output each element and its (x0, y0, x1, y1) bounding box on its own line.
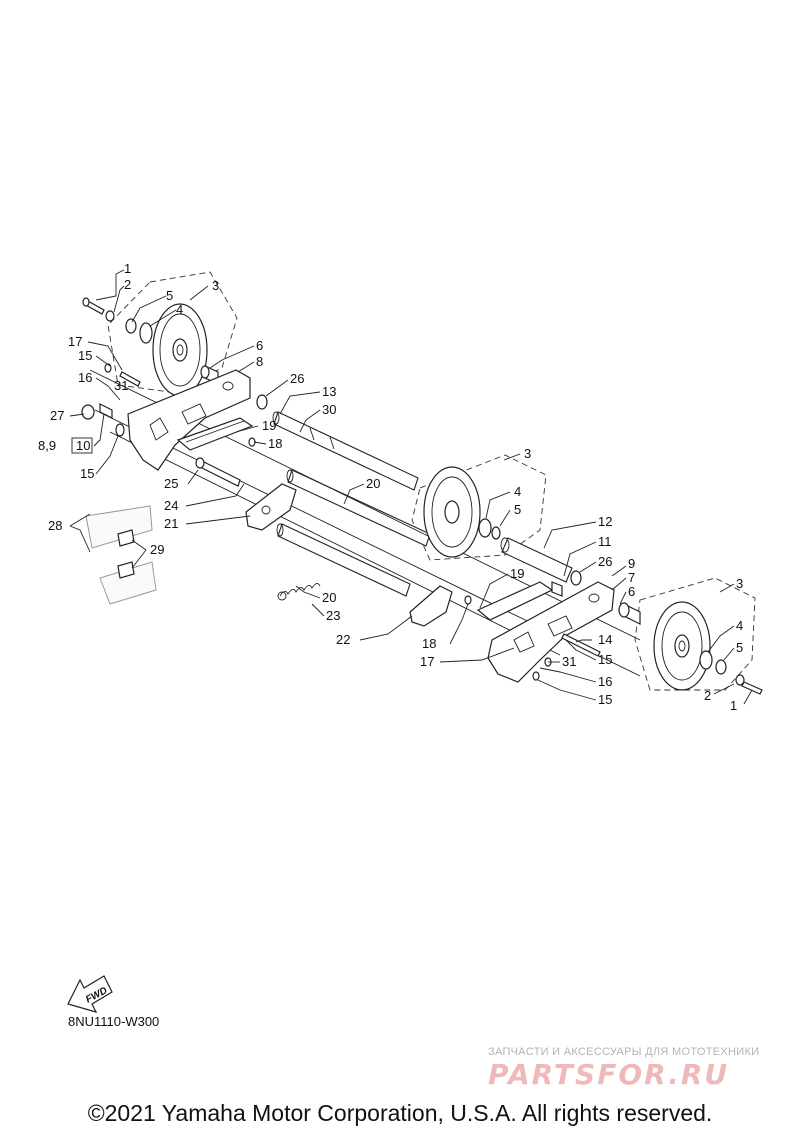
callout-12: 12 (598, 514, 612, 529)
callout-31: 31 (114, 378, 128, 393)
callout-15: 15 (598, 652, 612, 667)
callout-15: 15 (598, 692, 612, 707)
washer-left-2 (105, 310, 115, 322)
callout-16: 16 (598, 674, 612, 689)
callout-10: 10 (76, 438, 90, 453)
callout-16: 16 (78, 370, 92, 385)
small-parts-left (81, 363, 256, 447)
callout-26: 26 (598, 554, 612, 569)
collar-right-5 (715, 659, 727, 675)
callout-28: 28 (48, 518, 62, 533)
callout-15: 15 (80, 466, 94, 481)
callout-1: 1 (730, 698, 737, 713)
callout-29: 29 (150, 542, 164, 557)
callout-24: 24 (164, 498, 178, 513)
callout-2: 2 (704, 688, 711, 703)
callout-6: 6 (628, 584, 635, 599)
bolt-right-1 (741, 681, 763, 695)
callout-8-9: 8,9 (38, 438, 56, 453)
callout-6: 6 (256, 338, 263, 353)
spring-23 (277, 583, 321, 601)
spacer-right-6 (618, 602, 641, 625)
collar-left-5 (125, 318, 137, 334)
callout-14: 14 (598, 632, 612, 647)
callout-4: 4 (514, 484, 521, 499)
wheel-group-box-middle (411, 454, 547, 561)
shaft-20-lower (276, 523, 411, 597)
idler-wheel-left (152, 303, 208, 397)
bolt-25-24 (195, 457, 241, 487)
callout-20: 20 (366, 476, 380, 491)
collar-left-26 (256, 394, 268, 410)
callout-3: 3 (736, 576, 743, 591)
bolt-left-1 (82, 297, 105, 315)
callout-4: 4 (176, 302, 183, 317)
callout-25: 25 (164, 476, 178, 491)
shaft-13-30 (272, 411, 419, 491)
callout-26: 26 (290, 371, 304, 386)
shaft-12 (500, 537, 573, 583)
callout-18: 18 (268, 436, 282, 451)
leader-lines (69, 269, 753, 705)
callout-9: 9 (628, 556, 635, 571)
diagram-code: 8NU1110-W300 (68, 1014, 160, 1029)
callout-20: 20 (322, 590, 336, 605)
callout-box-10 (71, 437, 93, 454)
callouts: 1 2 3 5 4 17 6 15 8 16 31 26 13 27 30 19… (38, 261, 743, 713)
arm-bracket-22 (409, 585, 453, 627)
callout-4: 4 (736, 618, 743, 633)
callout-5: 5 (166, 288, 173, 303)
arm-bracket-right (487, 581, 615, 683)
bearing-left-4 (139, 322, 153, 344)
callout-1: 1 (124, 261, 131, 276)
callout-7: 7 (628, 570, 635, 585)
callout-19: 19 (262, 418, 276, 433)
callout-27: 27 (50, 408, 64, 423)
slide-rail-left-19 (176, 417, 254, 451)
callout-13: 13 (322, 384, 336, 399)
callout-19: 19 (510, 566, 524, 581)
arm-bracket-left (127, 369, 251, 471)
watermark-tagline: ЗАПЧАСТИ И АКСЕССУАРЫ ДЛЯ МОТОТЕХНИКИ (488, 1046, 760, 1058)
callout-5: 5 (736, 640, 743, 655)
callout-15: 15 (78, 348, 92, 363)
copyright-notice: ©2021 Yamaha Motor Corporation, U.S.A. A… (87, 1100, 713, 1126)
callout-3: 3 (524, 446, 531, 461)
callout-2: 2 (124, 277, 131, 292)
arm-bracket-21 (245, 483, 297, 531)
idler-wheel-middle (423, 466, 501, 558)
callout-17: 17 (420, 654, 434, 669)
fwd-arrow-icon: FWD (67, 975, 113, 1013)
callout-23: 23 (326, 608, 340, 623)
callout-5: 5 (514, 502, 521, 517)
callout-30: 30 (322, 402, 336, 417)
watermark-logo: PARTSFOR.RU (488, 1058, 730, 1091)
bearing-right-4 (699, 650, 713, 670)
callout-3: 3 (212, 278, 219, 293)
idler-wheel-right (653, 601, 711, 691)
callout-17: 17 (68, 334, 82, 349)
callout-8: 8 (256, 354, 263, 369)
callout-11: 11 (598, 534, 612, 549)
shaft-20-upper (286, 469, 431, 547)
callout-31: 31 (562, 654, 576, 669)
callout-21: 21 (164, 516, 178, 531)
washer-right-2 (735, 674, 745, 686)
ghost-bracket-28-29 (85, 505, 157, 605)
callout-18: 18 (422, 636, 436, 651)
callout-22: 22 (336, 632, 350, 647)
